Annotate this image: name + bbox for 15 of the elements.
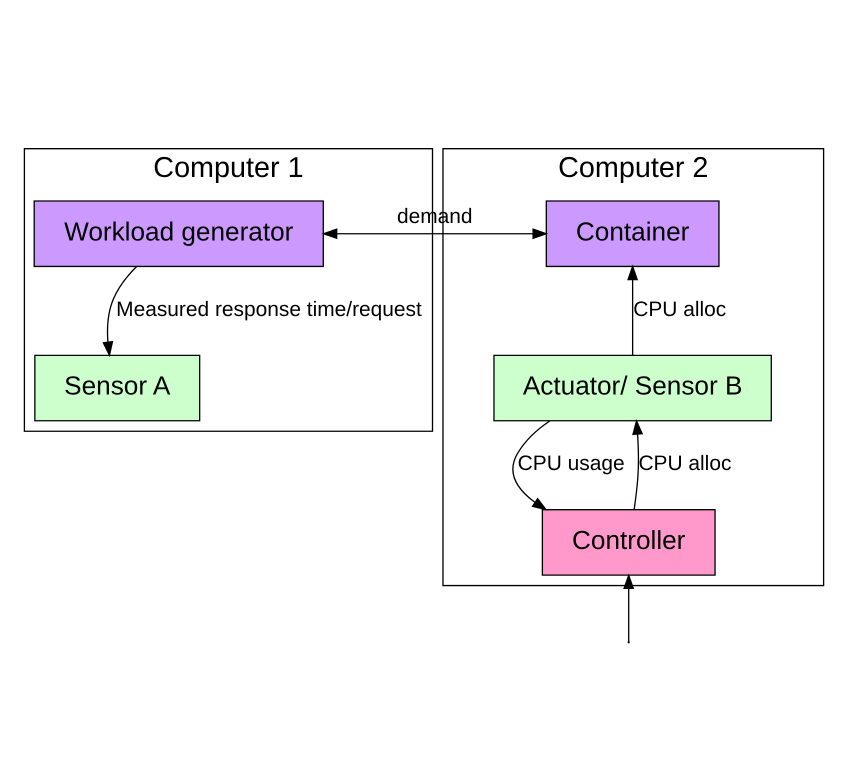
edge-label: CPU alloc: [638, 452, 732, 476]
arrow: [627, 264, 638, 356]
edge-label: CPU alloc: [633, 298, 726, 321]
edge-label: CPU usage: [518, 452, 625, 476]
arrow: [512, 420, 550, 511]
node-box: Controller: [542, 509, 716, 576]
node-box: Container: [546, 200, 720, 268]
arrow: [102, 266, 137, 358]
arrow: [632, 419, 644, 510]
arrow: [322, 228, 548, 240]
node-box: Actuator/ Sensor B: [493, 354, 772, 422]
node-box: Sensor A: [34, 354, 200, 422]
arrow: [623, 573, 634, 642]
edge-label: Measured response time/request: [116, 298, 422, 321]
node-box: Workload generator: [34, 200, 324, 268]
